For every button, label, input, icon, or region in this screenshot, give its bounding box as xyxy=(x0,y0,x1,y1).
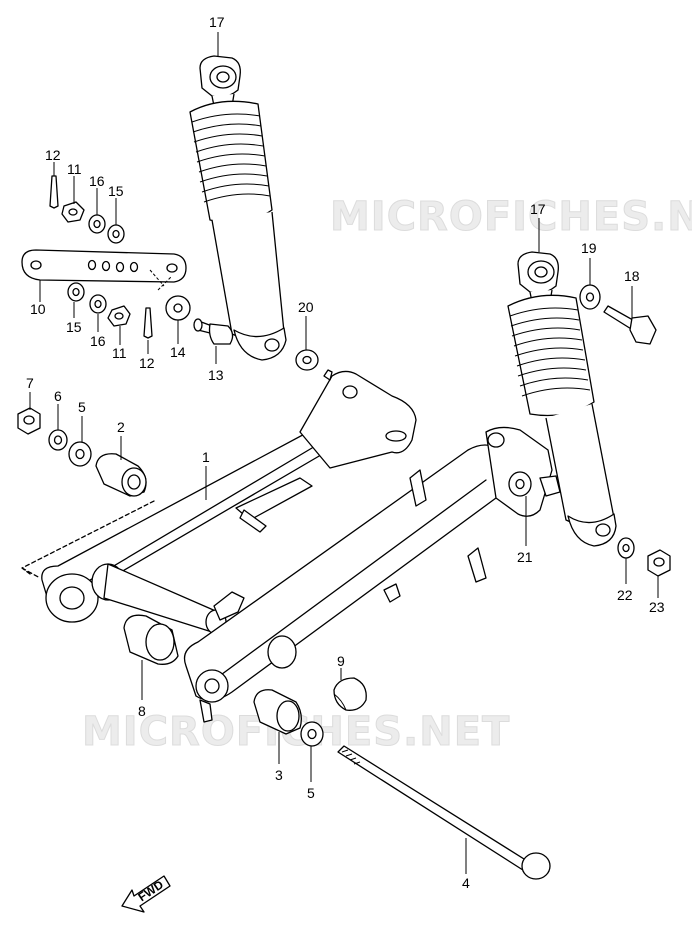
callout-5-lower: 5 xyxy=(307,785,315,801)
pivot-bolt-4 xyxy=(337,745,551,880)
callout-12-top: 12 xyxy=(45,147,61,163)
callout-1: 1 xyxy=(202,449,210,465)
washer-21 xyxy=(508,471,532,497)
callout-16-bottom: 16 xyxy=(90,333,106,349)
link-plate xyxy=(21,249,187,291)
washer-15-bottom xyxy=(67,282,85,302)
washer-20 xyxy=(295,349,319,371)
bushing-2 xyxy=(95,453,147,497)
right-shock-absorber xyxy=(507,251,617,547)
bushing-8 xyxy=(123,614,179,665)
leader-lines xyxy=(29,32,659,874)
cotter-pin-12-top xyxy=(49,175,59,209)
callout-11-top: 11 xyxy=(67,161,82,177)
callout-5-upper: 5 xyxy=(78,399,86,415)
callout-8: 8 xyxy=(138,703,146,719)
rear-swing-arm xyxy=(21,369,561,723)
bolt-18 xyxy=(603,305,657,345)
callout-2: 2 xyxy=(117,419,125,435)
callout-22: 22 xyxy=(617,587,633,603)
callout-13: 13 xyxy=(208,367,224,383)
washer-15-top xyxy=(107,224,125,244)
callout-14: 14 xyxy=(170,344,186,360)
washer-6 xyxy=(48,429,68,451)
bushing-3 xyxy=(253,689,302,735)
callout-15-bottom: 15 xyxy=(66,319,82,335)
callout-23: 23 xyxy=(649,599,665,615)
callout-18: 18 xyxy=(624,268,640,284)
cotter-pin-12-bottom xyxy=(143,307,153,339)
callout-15-top: 15 xyxy=(108,183,124,199)
callout-12-bottom: 12 xyxy=(139,355,155,371)
callout-10: 10 xyxy=(30,301,46,317)
callout-9: 9 xyxy=(337,653,345,669)
svg-text:MICROFICHES.NET: MICROFICHES.NET xyxy=(330,194,692,240)
watermark-top: MICROFICHES.NET xyxy=(330,194,692,241)
callout-4: 4 xyxy=(462,875,470,891)
callout-16-top: 16 xyxy=(89,173,105,189)
callout-6: 6 xyxy=(54,388,62,404)
left-shock-absorber xyxy=(189,55,287,361)
callout-labels: 17 12 11 16 15 10 15 16 11 12 14 13 20 7… xyxy=(26,14,665,891)
nut-11-bottom xyxy=(107,305,131,327)
forward-arrow-icon: FWD xyxy=(121,875,171,913)
callout-19: 19 xyxy=(581,240,597,256)
callout-11-bottom: 11 xyxy=(112,345,127,361)
washer-14 xyxy=(165,295,191,321)
washer-22 xyxy=(617,537,635,559)
callout-7: 7 xyxy=(26,375,34,391)
washer-19 xyxy=(579,284,601,310)
bolt-13 xyxy=(193,318,234,345)
nut-23 xyxy=(647,549,671,577)
callout-3: 3 xyxy=(275,767,283,783)
callout-20: 20 xyxy=(298,299,314,315)
washer-5-lower xyxy=(300,721,324,747)
washer-16-bottom xyxy=(89,294,107,314)
callout-17-right: 17 xyxy=(530,201,546,217)
nut-11-top xyxy=(61,201,85,223)
washer-16-top xyxy=(88,214,106,234)
cap-9 xyxy=(333,677,367,711)
callout-21: 21 xyxy=(517,549,533,565)
callout-17-left: 17 xyxy=(209,14,225,30)
washer-5-upper xyxy=(68,441,92,467)
nut-7 xyxy=(17,407,41,435)
